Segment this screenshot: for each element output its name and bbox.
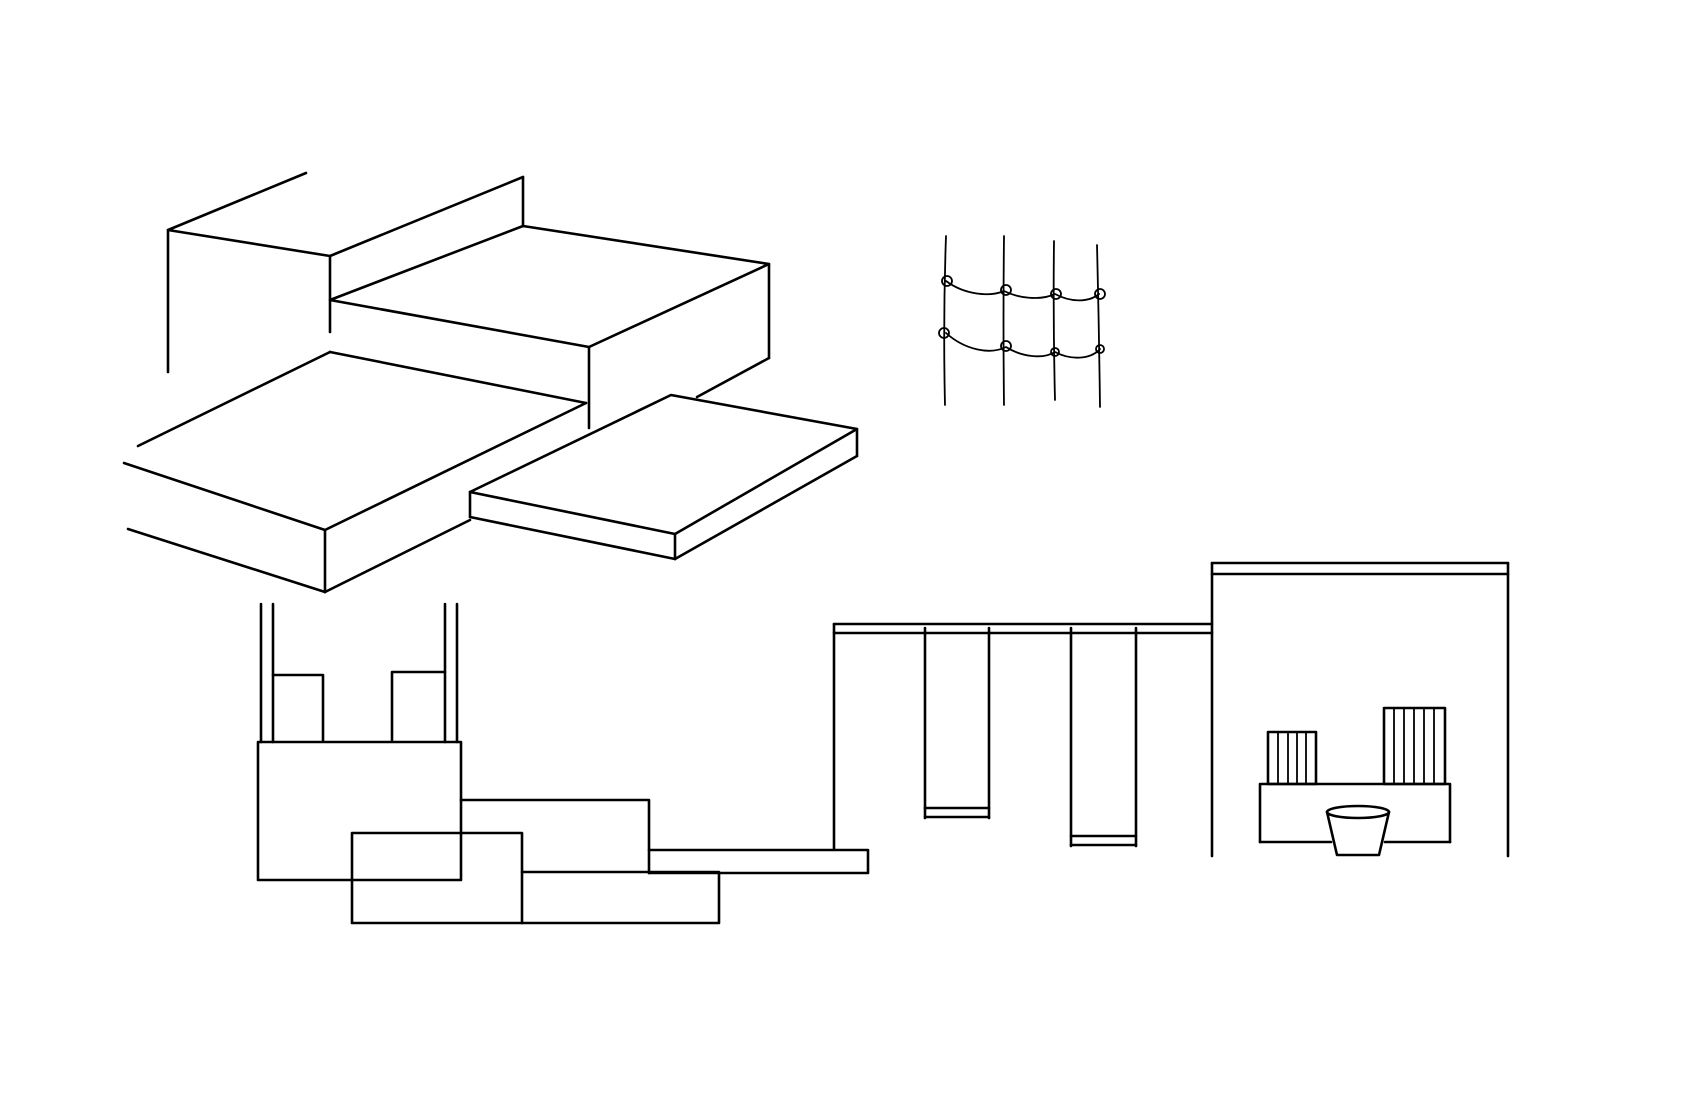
- net-rope-4: [1096, 244, 1101, 408]
- front-slab-top: [468, 393, 859, 536]
- lower-platform-base-left: [126, 527, 327, 594]
- net-rope-1: [943, 235, 947, 406]
- rope-net-sketch: [938, 235, 1106, 408]
- front-slab-bottom-right: [673, 454, 859, 561]
- lower-platform-front-left: [122, 461, 327, 532]
- isometric-steps-platform: [122, 171, 859, 594]
- swing-frame-with-shelter: [832, 561, 1510, 858]
- bucket-rim: [1325, 804, 1391, 820]
- net-knot: [1095, 344, 1105, 354]
- back-wall-right-slant: [328, 175, 525, 258]
- rear-lower-block: [520, 870, 721, 925]
- upper-block: [256, 740, 463, 882]
- front-lower-block: [350, 831, 524, 925]
- net-rope-2: [1002, 235, 1005, 406]
- net-knot: [1094, 288, 1106, 300]
- net-knot: [1050, 288, 1062, 300]
- net-knot: [1050, 347, 1060, 357]
- lower-platform-back-edge: [328, 350, 588, 405]
- middle-step: [459, 798, 651, 875]
- net-rope-3: [1052, 240, 1056, 401]
- back-wall-left-slant: [166, 171, 308, 232]
- bucket-body: [1325, 810, 1391, 857]
- upper-step-top: [328, 224, 771, 349]
- upper-step-under-edge: [695, 356, 771, 399]
- right-rail-bracket: [390, 670, 447, 742]
- lower-platform-front-right: [323, 401, 588, 532]
- small-crate: [1266, 730, 1318, 786]
- net-knot: [1000, 284, 1012, 296]
- left-rail-bracket: [271, 673, 325, 742]
- back-wall-top-edge: [166, 228, 332, 374]
- long-slab: [647, 848, 870, 875]
- stepped-blocks-elevation: [256, 602, 870, 925]
- net-knot: [1000, 340, 1012, 352]
- net-knot: [938, 327, 950, 339]
- net-knot: [941, 275, 953, 287]
- net-cross-rope-upper: [945, 280, 1100, 302]
- lower-platform-left-edge: [136, 350, 332, 448]
- lower-platform-base-right: [323, 518, 472, 594]
- net-cross-rope-lower: [945, 332, 1101, 359]
- shelter-bench: [1258, 782, 1452, 844]
- front-slab-bottom-left: [468, 515, 677, 561]
